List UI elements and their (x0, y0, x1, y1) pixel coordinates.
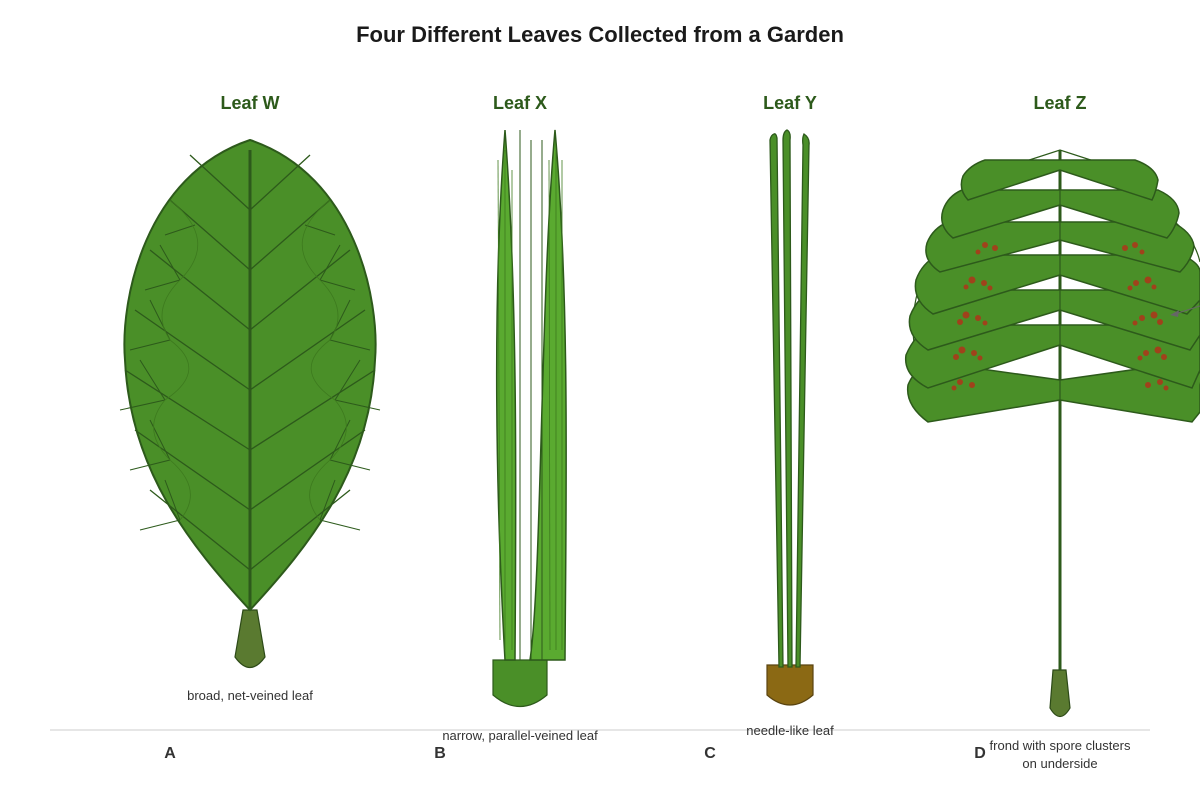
leaf-y-title: Leaf Y (763, 93, 817, 113)
leaf-z-caption-line-2: on underside (1022, 756, 1098, 771)
option-letter-c: C (704, 745, 716, 762)
leaf-z-caption: frond with spore clusters on underside (950, 737, 1170, 773)
grass-blade-icon (492, 129, 567, 707)
leaf-z-caption-line-1: frond with spore clusters (989, 738, 1131, 753)
option-letter-a: A (164, 745, 176, 762)
spore-clusters (951, 242, 1169, 391)
leaf-x-title: Leaf X (492, 93, 548, 113)
option-letter-d: D (974, 745, 986, 762)
pine-needle-icon (766, 129, 814, 706)
leaf-w-caption: broad, net-veined leaf (187, 688, 313, 703)
leaf-w-title: Leaf W (220, 93, 280, 113)
fern-frond-icon (904, 149, 1200, 718)
pointer-arrow-icon (1170, 305, 1200, 317)
option-letter-b: B (434, 745, 446, 762)
leaf-z-title: Leaf Z (1033, 93, 1087, 113)
leaf-x-caption: narrow, parallel-veined leaf (442, 728, 598, 743)
broad-leaf-icon (119, 138, 381, 669)
page-title: Four Different Leaves Collected from a G… (356, 22, 844, 47)
leaf-y-caption: needle-like leaf (746, 723, 834, 738)
